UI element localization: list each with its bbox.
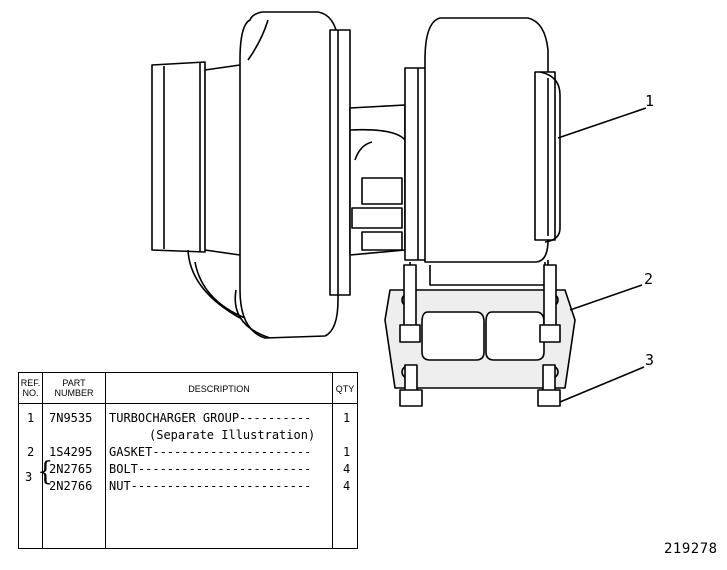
figure-number: 219278 [664,541,718,557]
row-3-part: 2N2765 [49,462,93,476]
header-ref: REF. NO. [20,378,41,398]
row-4-part: 2N2766 [49,479,93,493]
row-3-qty: 4 [343,462,351,476]
row-1-description: TURBOCHARGER GROUP---------- [109,411,312,425]
callout-3: 3 [645,351,655,369]
gasket-flange [384,289,576,389]
row-4-description: NUT------------------------- [109,479,312,493]
row-1-description-note: (Separate Illustration) [149,428,316,442]
leader-line-1 [557,107,647,139]
leader-line-2 [569,284,643,311]
row-3-ref: 3 [25,470,33,484]
row-2-part: 1S4295 [49,445,93,459]
row-1-part: 7N9535 [49,411,93,425]
row-2-description: GASKET---------------------- [109,445,312,459]
bolts [399,264,561,407]
row-2-qty: 1 [343,445,351,459]
row-3-brace: { [37,457,54,487]
row-1-ref: 1 [27,411,35,425]
header-part-number: PART NUMBER [54,378,94,398]
center-housing [349,67,428,261]
header-description: DESCRIPTION [188,384,250,394]
callout-1: 1 [645,92,655,110]
row-4-qty: 4 [343,479,351,493]
leader-line-3 [559,366,645,403]
row-3-description: BOLT------------------------ [109,462,312,476]
turbine-housing [409,17,561,290]
callout-2: 2 [644,270,654,288]
parts-table: REF. NO. PART NUMBER DESCRIPTION QTY 1 7… [18,372,358,549]
compressor-inlet [151,61,206,253]
header-qty: QTY [335,384,355,394]
row-2-ref: 2 [27,445,35,459]
compressor-housing [187,11,351,339]
row-1-qty: 1 [343,411,351,425]
